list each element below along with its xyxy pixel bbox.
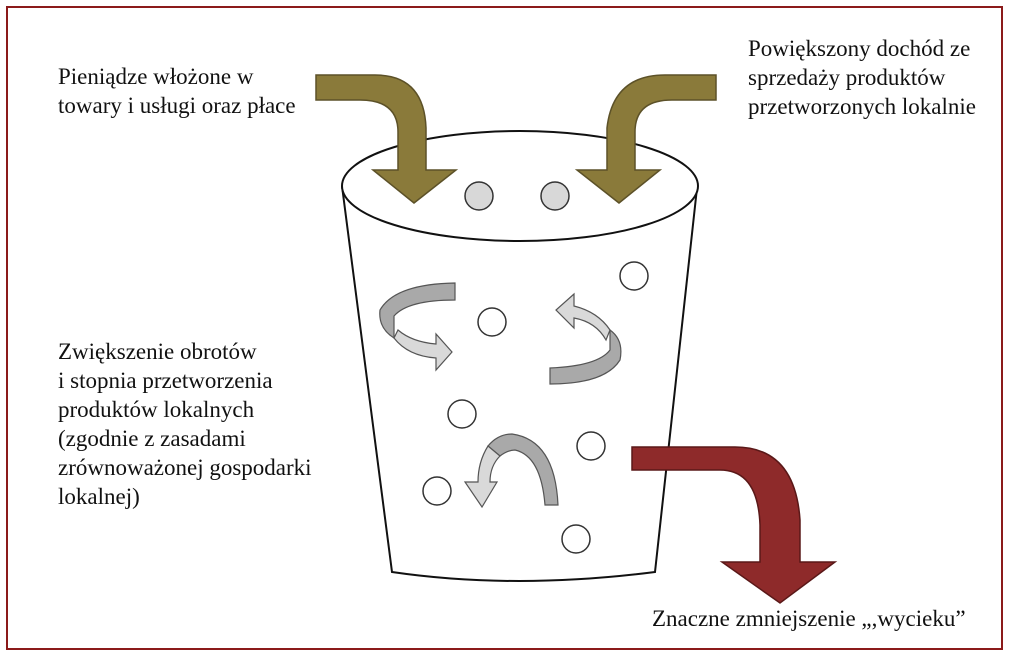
- coin: [423, 477, 451, 505]
- bucket-body: [342, 186, 697, 581]
- coin: [577, 432, 605, 460]
- label-circulation: Zwiększenie obrotów i stopnia przetworze…: [58, 337, 312, 511]
- label-inflow-right: Powiększony dochód ze sprzedaży produktó…: [748, 34, 976, 121]
- coin: [478, 308, 506, 336]
- coin-top-right: [541, 182, 569, 210]
- coin-top-left: [465, 182, 493, 210]
- label-inflow-left: Pieniądze włożone w towary i usługi oraz…: [58, 62, 296, 120]
- label-leak: Znaczne zmniejszenie „,wycieku”: [652, 604, 966, 633]
- coin: [562, 525, 590, 553]
- leak-arrow: [632, 447, 835, 603]
- coin: [448, 400, 476, 428]
- coin: [620, 262, 648, 290]
